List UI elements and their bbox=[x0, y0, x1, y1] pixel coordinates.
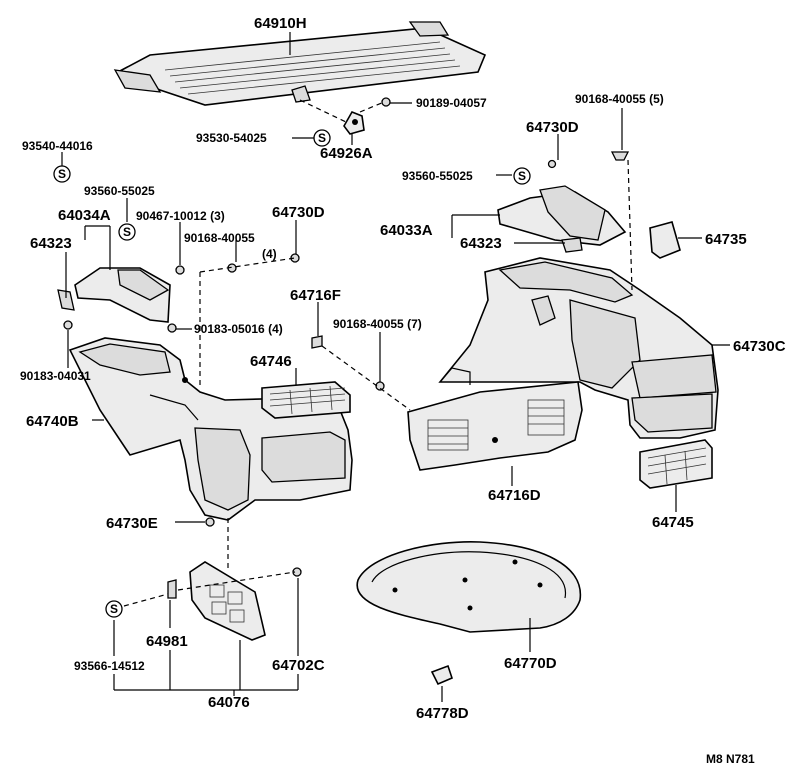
label-64778d: 64778D bbox=[416, 705, 469, 722]
label-93566-14512: 93566-14512 bbox=[74, 659, 145, 673]
label-64981: 64981 bbox=[146, 633, 188, 650]
label-90168-40055-left: 90168-40055 bbox=[184, 231, 255, 245]
bracket-64034a bbox=[57, 267, 171, 323]
svg-text:S: S bbox=[318, 131, 326, 145]
label-90168-40055-7: 90168-40055 (7) bbox=[333, 317, 422, 331]
label-64034a: 64034A bbox=[58, 207, 111, 224]
panel-64716d bbox=[407, 381, 583, 471]
vent-64746 bbox=[261, 381, 351, 419]
label-64702c: 64702C bbox=[272, 657, 325, 674]
label-90189-04057: 90189-04057 bbox=[416, 96, 487, 110]
part-labels: 64910H 90189-04057 93530-54025 64926A 90… bbox=[20, 15, 786, 766]
s-symbol-1: S bbox=[313, 129, 331, 147]
label-90183-04031: 90183-04031 bbox=[20, 369, 91, 383]
label-90183-05016: 90183-05016 (4) bbox=[194, 322, 283, 336]
label-64076: 64076 bbox=[208, 694, 250, 711]
label-64730d-right: 64730D bbox=[526, 119, 579, 136]
label-64735: 64735 bbox=[705, 231, 747, 248]
label-90168-40055-5: 90168-40055 (5) bbox=[575, 92, 664, 106]
s-symbol-4: S bbox=[513, 167, 531, 185]
label-64926a: 64926A bbox=[320, 145, 373, 162]
fasteners bbox=[63, 151, 630, 599]
label-64740b: 64740B bbox=[26, 413, 79, 430]
label-qty-4: (4) bbox=[262, 247, 277, 261]
label-64033a: 64033A bbox=[380, 222, 433, 239]
label-64716d: 64716D bbox=[488, 487, 541, 504]
spare-tire-cover bbox=[356, 541, 582, 633]
label-64730e: 64730E bbox=[106, 515, 158, 532]
label-64745: 64745 bbox=[652, 514, 694, 531]
label-64746: 64746 bbox=[250, 353, 292, 370]
leader-lines bbox=[61, 32, 730, 702]
s-symbol-2: S bbox=[53, 165, 71, 183]
label-64910h: 64910H bbox=[254, 15, 307, 32]
label-64730c: 64730C bbox=[733, 338, 786, 355]
right-trim bbox=[438, 257, 719, 439]
vent-64745 bbox=[639, 439, 713, 489]
bracket-64033a bbox=[497, 185, 627, 253]
svg-text:S: S bbox=[58, 167, 66, 181]
svg-text:S: S bbox=[110, 602, 118, 616]
footer-code: M8 N781 bbox=[706, 752, 755, 766]
left-trim bbox=[68, 337, 353, 521]
label-93540-44016: 93540-44016 bbox=[22, 139, 93, 153]
clip-90189 bbox=[381, 97, 391, 107]
cap-64735 bbox=[649, 221, 681, 259]
s-symbol-3: S bbox=[118, 223, 136, 241]
label-93560-55025-right: 93560-55025 bbox=[402, 169, 473, 183]
clip-64778d bbox=[430, 664, 453, 686]
label-64730d-left: 64730D bbox=[272, 204, 325, 221]
svg-text:S: S bbox=[518, 169, 526, 183]
label-93530-54025: 93530-54025 bbox=[196, 131, 267, 145]
label-64770d: 64770D bbox=[504, 655, 557, 672]
cover-64076 bbox=[189, 561, 266, 641]
label-64323-right: 64323 bbox=[460, 235, 502, 252]
label-90467-10012: 90467-10012 (3) bbox=[136, 209, 225, 223]
s-symbol-5: S bbox=[105, 600, 123, 618]
svg-text:S: S bbox=[123, 225, 131, 239]
label-64323-left: 64323 bbox=[30, 235, 72, 252]
label-64716f: 64716F bbox=[290, 287, 341, 304]
label-93560-55025-left: 93560-55025 bbox=[84, 184, 155, 198]
clip-64926a bbox=[343, 110, 365, 135]
package-tray bbox=[113, 21, 487, 106]
